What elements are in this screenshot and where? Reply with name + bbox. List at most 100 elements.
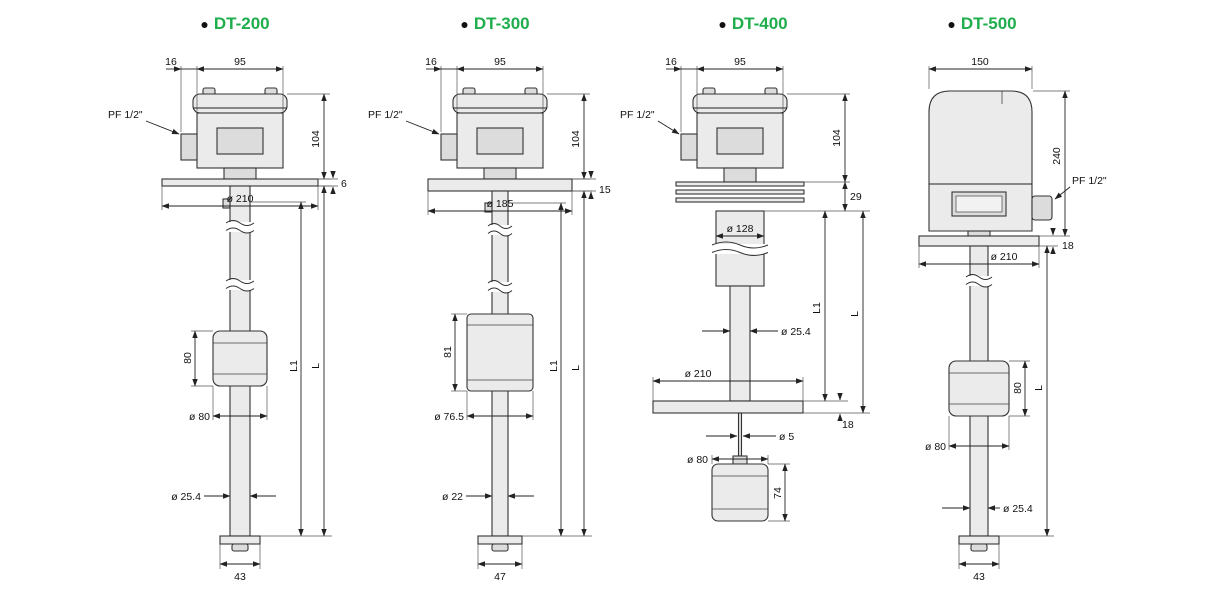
dim-l: L <box>570 365 582 371</box>
dimension-tube-diameter: ø 128 <box>715 223 765 239</box>
dimension-pipe-diameter: ø 25.4 <box>702 326 811 338</box>
head-assembly <box>180 87 288 180</box>
nameplate <box>216 127 264 155</box>
dimension-bottom-width: 43 <box>219 544 261 583</box>
head-assembly <box>440 87 548 180</box>
dim-plates-height: 29 <box>850 191 862 203</box>
dimension-flange-diameter: ø 185 <box>427 191 573 215</box>
bullet-icon: ● <box>947 16 956 32</box>
bullet-icon: ● <box>460 16 469 32</box>
dim-float-height: 80 <box>1012 382 1024 394</box>
dimension-16: 16 <box>165 56 197 132</box>
dim-l: L <box>1033 385 1045 391</box>
conduit-thread-label: PF 1/2" <box>108 109 143 121</box>
conduit-entry <box>1031 195 1053 221</box>
dim-l: L <box>849 311 861 317</box>
dimension-flange-diameter: ø 210 <box>161 186 319 210</box>
float <box>466 313 534 392</box>
dimension-l: L <box>999 245 1054 537</box>
panel-title: ● DT-300 <box>360 12 630 36</box>
dim-l1: L1 <box>288 360 300 372</box>
nameplate <box>716 127 764 155</box>
dim-float-diameter: ø 80 <box>687 454 708 466</box>
mounting-flange <box>427 178 573 192</box>
panel-dt-200: ● DT-200 <box>100 12 370 596</box>
dimension-float-diameter: ø 76.5 <box>434 391 534 423</box>
conduit-entry <box>680 133 698 161</box>
dim-flange-thickness: 18 <box>1062 240 1074 252</box>
dim-float-diameter: ø 80 <box>925 441 946 453</box>
dim-head-height: 104 <box>831 129 843 147</box>
label-conduit-thread: PF 1/2" <box>368 109 440 135</box>
conduit-entry <box>440 133 458 161</box>
dimension-pipe-diameter: ø 22 <box>442 491 534 503</box>
dim-housing-width: 150 <box>971 56 989 68</box>
dim-l: L <box>310 363 322 369</box>
dimension-95: 95 <box>696 56 784 111</box>
dim-float-height: 74 <box>772 487 784 499</box>
dim-float-height: 80 <box>182 352 194 364</box>
label-conduit-thread: PF 1/2" <box>620 109 680 135</box>
dim-flange-diameter: ø 210 <box>991 251 1018 263</box>
pipe-break <box>225 278 255 292</box>
dimension-rod-diameter: ø 5 <box>706 431 794 443</box>
dim-flange-thickness: 15 <box>599 184 611 196</box>
dimension-flange-thickness: 6 <box>318 171 347 194</box>
dim-head-width: 95 <box>494 56 506 68</box>
neck <box>723 167 757 183</box>
dimension-plates-height: 29 <box>764 181 870 212</box>
dimension-150: 150 <box>928 56 1033 89</box>
dimension-l1: L1 <box>250 201 332 537</box>
label-conduit-thread: PF 1/2" <box>1054 175 1107 200</box>
suspension-rod <box>737 412 743 457</box>
mounting-plates <box>675 181 805 203</box>
panel-dt-300: ● DT-300 <box>360 12 630 596</box>
dimension-16: 16 <box>425 56 457 132</box>
mounting-flange <box>918 235 1040 247</box>
dimension-flange-thickness: 18 <box>1039 228 1074 254</box>
dimension-flange-thickness: 15 <box>572 171 611 199</box>
dimension-float-height: 74 <box>768 463 790 522</box>
conduit-thread-label: PF 1/2" <box>620 109 655 121</box>
pipe-break <box>965 274 993 288</box>
dimension-l: L <box>310 185 332 537</box>
end-stop <box>219 535 261 552</box>
dimension-240: 240 <box>1033 90 1070 237</box>
pipe-break <box>487 280 513 294</box>
dim-pipe-diameter: ø 22 <box>442 491 463 503</box>
dim-flange-thickness: 6 <box>341 178 347 190</box>
dimension-95: 95 <box>196 56 284 111</box>
dim-head-width: 95 <box>734 56 746 68</box>
pipe-break <box>487 223 513 237</box>
neck <box>223 167 257 180</box>
panel-dt-500: ● DT-500 <box>872 12 1107 596</box>
end-stop <box>477 535 523 552</box>
dim-tube-diameter: ø 128 <box>727 223 754 235</box>
dim-pipe-diameter: ø 25.4 <box>171 491 201 503</box>
dimension-float-diameter: ø 80 <box>687 454 769 466</box>
dim-pipe-diameter: ø 25.4 <box>1003 503 1033 515</box>
panel-title-text: DT-300 <box>473 14 530 33</box>
dimension-bottom-width: 43 <box>958 544 1000 583</box>
dimension-l1: L1 <box>508 202 592 537</box>
panel-title: ● DT-400 <box>618 12 888 36</box>
dimension-float-height: 80 <box>182 330 213 387</box>
mounting-flange <box>161 178 319 187</box>
dimension-float-height: 81 <box>442 313 467 392</box>
dim-flange-diameter: ø 210 <box>227 193 254 205</box>
dimension-bottom-width: 47 <box>477 544 523 583</box>
dimension-flange-thickness: 18 <box>803 393 870 431</box>
dimension-float-diameter: ø 80 <box>925 416 1010 453</box>
dt-200-drawing: 95 16 PF 1/2" 104 6 <box>108 56 347 583</box>
mounting-flange <box>652 400 804 414</box>
dimension-l: L <box>570 190 592 537</box>
dt-300-drawing: 95 16 PF 1/2" 104 15 <box>368 56 611 583</box>
dim-bottom-width: 47 <box>494 571 506 583</box>
dimension-104: 104 <box>547 93 590 180</box>
dim-head-width: 95 <box>234 56 246 68</box>
dim-flange-diameter: ø 210 <box>685 368 712 380</box>
neck <box>967 230 991 237</box>
bullet-icon: ● <box>718 16 727 32</box>
dim-conduit-offset: 16 <box>165 56 177 68</box>
pipe-break <box>711 241 769 256</box>
